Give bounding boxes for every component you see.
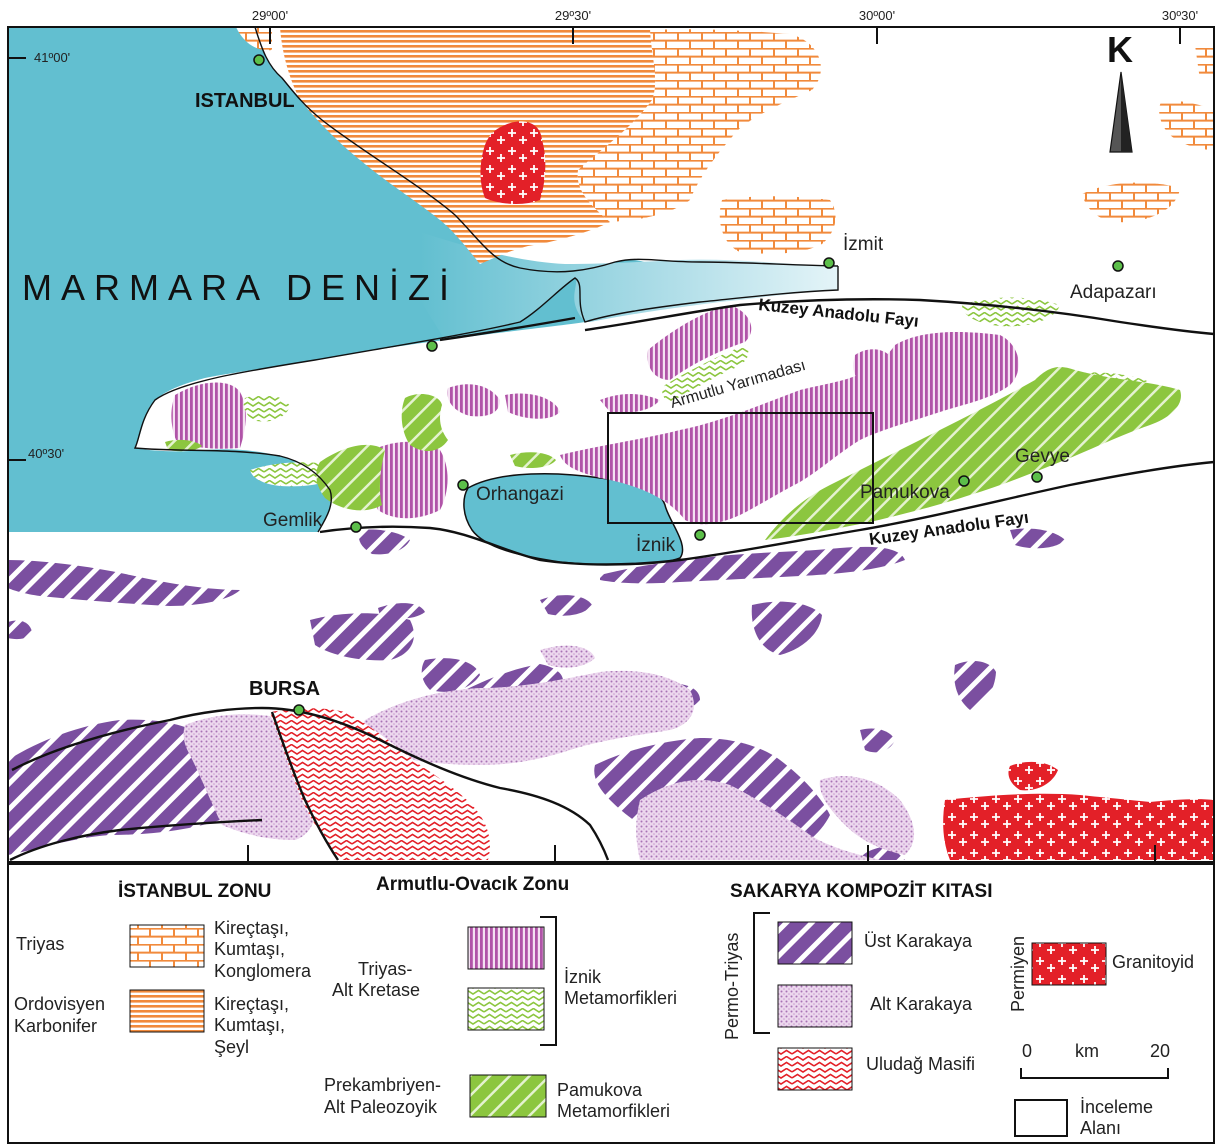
city-dot-karamursel[interactable] xyxy=(426,340,438,352)
map-border xyxy=(7,26,1215,863)
legend-age-ordovisyen: Ordovisyen xyxy=(14,994,105,1014)
city-label-pamukova: Pamukova xyxy=(860,482,950,503)
legend-permiyen: Permiyen xyxy=(1008,936,1028,1012)
legend-title-sakarya: SAKARYA KOMPOZİT KITASI xyxy=(730,881,993,902)
legend-desc: Kumtaşı, xyxy=(214,1015,285,1035)
legend-bracket-permo-triyas xyxy=(753,912,770,1034)
legend-ust-karakaya: Üst Karakaya xyxy=(864,931,973,951)
lat-tick-label: 41º00' xyxy=(34,50,70,65)
legend-swatch-pamukova xyxy=(469,1074,547,1118)
lat-tick-label: 40º30' xyxy=(28,446,64,461)
legend-title-armutlu: Armutlu-Ovacık Zonu xyxy=(376,874,569,895)
unit-uludag-masifi xyxy=(270,708,490,860)
legend-bracket-iznik xyxy=(540,916,557,1046)
city-label-izmit: İzmit xyxy=(843,234,884,255)
legend-title-istanbul: İSTANBUL ZONU xyxy=(118,881,271,902)
unit-pamukova-metamorfikleri xyxy=(165,367,1181,540)
map-area: 29º00' 29º30' 30º00' 30º30' 41º00' 40º30… xyxy=(7,8,1215,863)
legend-study-area: İnceleme xyxy=(1080,1097,1153,1117)
legend-swatch-iznik-wave xyxy=(467,987,545,1031)
unit-iznik-metamorfikleri xyxy=(171,305,1019,525)
legend-desc: Konglomera xyxy=(214,961,312,981)
legend-permo-triyas: Permo-Triyas xyxy=(722,933,742,1040)
unit-granitoyid-north xyxy=(480,121,546,204)
legend-age-triyas: Triyas xyxy=(16,934,64,954)
lon-tick-label: 29º30' xyxy=(555,8,591,23)
lon-tick-label: 30º30' xyxy=(1162,8,1198,23)
sea-label: MARMARA DENİZİ xyxy=(22,267,458,308)
legend-iznik-label: İznik xyxy=(564,967,602,987)
scale-unit: km xyxy=(1075,1041,1099,1061)
city-label-iznik: İznik xyxy=(636,535,676,556)
legend-pamukova-label: Pamukova xyxy=(557,1080,643,1100)
legend-pamukova-label: Metamorfikleri xyxy=(557,1101,670,1121)
legend-swatch-triyas-limestone xyxy=(129,924,205,968)
city-label-adapazari: Adapazarı xyxy=(1070,282,1157,303)
legend-granitoyid: Granitoyid xyxy=(1112,952,1194,972)
study-area-box xyxy=(607,412,874,524)
legend-desc: Kireçtaşı, xyxy=(214,918,289,938)
legend: İSTANBUL ZONU Triyas Kireçtaşı, Kumtaşı,… xyxy=(7,863,1215,1144)
legend-swatch-study-area xyxy=(1014,1099,1068,1137)
legend-age-karbonifer: Karbonifer xyxy=(14,1016,97,1036)
city-dot-pamukova[interactable] xyxy=(958,475,970,487)
legend-age-triyas-kretase: Triyas- xyxy=(358,959,412,979)
legend-border xyxy=(7,863,1215,1144)
city-dot-izmit[interactable] xyxy=(823,257,835,269)
legend-study-area: Alanı xyxy=(1080,1118,1121,1138)
north-arrow-label: K xyxy=(1107,29,1133,70)
city-dot-adapazari[interactable] xyxy=(1112,260,1124,272)
legend-swatch-ordovisyen xyxy=(129,989,205,1033)
city-label-bursa: BURSA xyxy=(249,678,320,700)
faults xyxy=(9,298,1215,862)
city-dot-bursa[interactable] xyxy=(293,704,305,716)
cities: ISTANBUL İzmit Adapazarı Orhangazi Gemli… xyxy=(195,54,1157,716)
lon-tick-label: 29º00' xyxy=(252,8,288,23)
legend-swatch-uludag xyxy=(777,1047,853,1091)
unit-ordovisyen-karbonifer xyxy=(280,27,656,264)
unit-alt-karakaya xyxy=(183,645,915,860)
iznik-lake xyxy=(463,472,684,566)
city-label-gevye: Gevye xyxy=(1015,446,1070,467)
legend-desc: Kireçtaşı, xyxy=(214,994,289,1014)
legend-desc: Şeyl xyxy=(214,1037,249,1057)
legend-desc: Kumtaşı, xyxy=(214,939,285,959)
unit-granitoyid-south xyxy=(943,761,1214,860)
city-dot-iznik[interactable] xyxy=(694,529,706,541)
scale-end: 20 xyxy=(1150,1041,1170,1061)
scale-bar xyxy=(1020,1068,1169,1079)
city-label-istanbul: ISTANBUL xyxy=(195,90,295,112)
legend-swatch-iznik-stripe xyxy=(467,926,545,970)
coastline xyxy=(133,26,839,533)
legend-age-prekambriyen: Prekambriyen- xyxy=(324,1075,441,1095)
city-dot-orhangazi[interactable] xyxy=(457,479,469,491)
legend-age-triyas-kretase: Alt Kretase xyxy=(332,980,420,1000)
legend-age-paleozoyik: Alt Paleozoyik xyxy=(324,1097,438,1117)
city-label-orhangazi: Orhangazi xyxy=(476,484,564,505)
city-label-gemlik: Gemlik xyxy=(263,510,323,531)
marmara-sea xyxy=(8,27,665,532)
city-dot-gevye[interactable] xyxy=(1031,471,1043,483)
city-dot-istanbul[interactable] xyxy=(253,54,265,66)
legend-alt-karakaya: Alt Karakaya xyxy=(870,994,973,1014)
legend-iznik-label: Metamorfikleri xyxy=(564,988,677,1008)
graticule-ticks xyxy=(8,27,1181,862)
legend-uludag: Uludağ Masifi xyxy=(866,1054,975,1074)
north-arrow: K xyxy=(1107,29,1133,153)
lon-tick-label: 30º00' xyxy=(859,8,895,23)
izmit-gulf xyxy=(420,232,838,340)
legend-swatch-alt-karakaya xyxy=(777,984,853,1028)
legend-swatch-ust-karakaya xyxy=(777,921,853,965)
scale-start: 0 xyxy=(1022,1041,1032,1061)
city-dot-gemlik[interactable] xyxy=(350,521,362,533)
unit-triyas-limestone xyxy=(236,27,1214,254)
legend-swatch-granitoyid xyxy=(1031,942,1107,986)
